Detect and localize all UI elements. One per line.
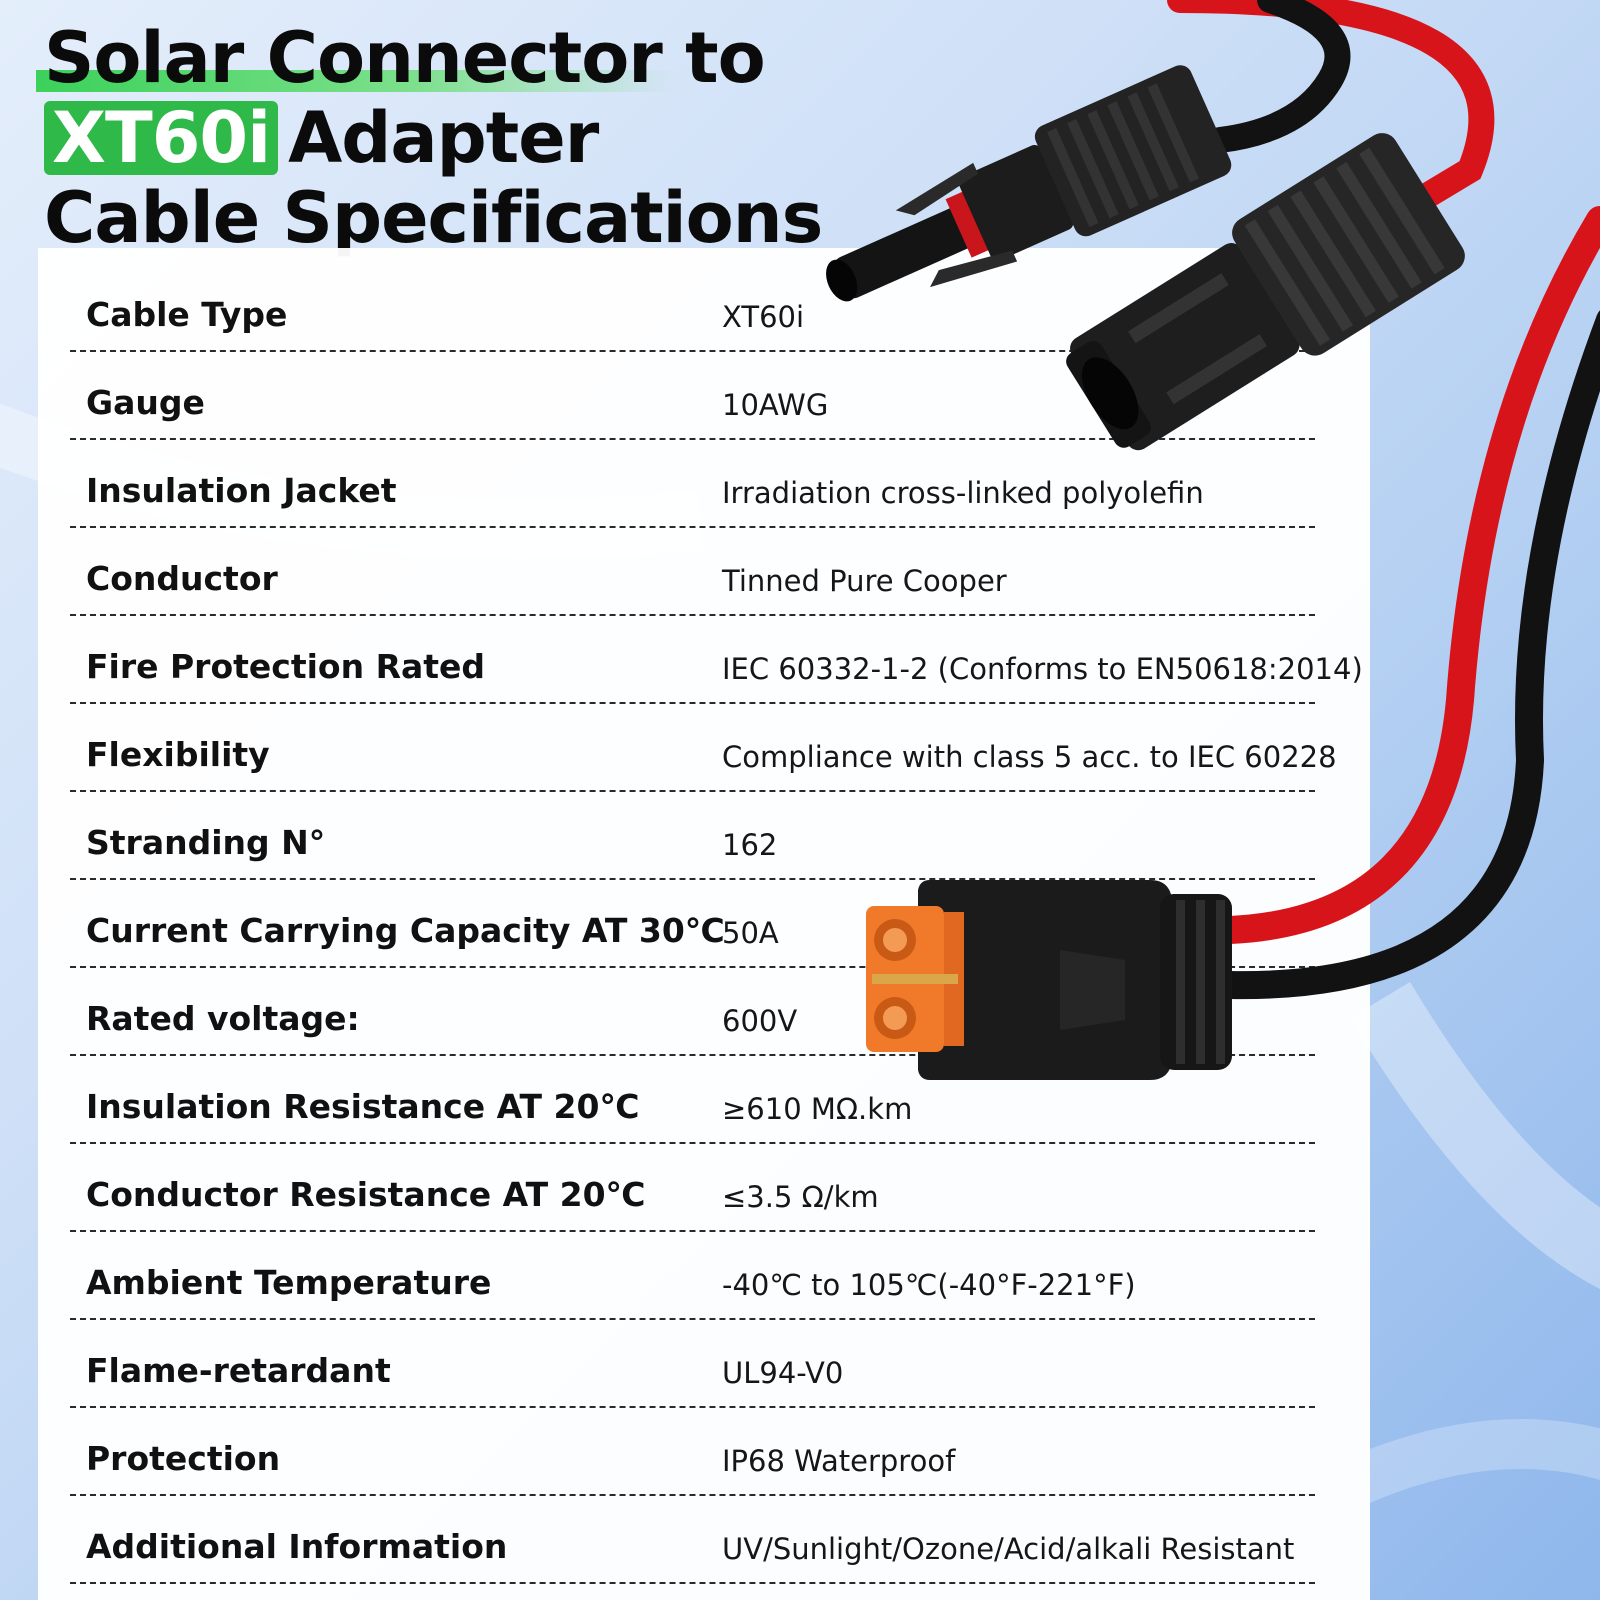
spec-row: Rated voltage: 600V bbox=[70, 968, 1315, 1056]
spec-label: Insulation Jacket bbox=[86, 471, 397, 510]
spec-value: 600V bbox=[722, 1004, 798, 1038]
title-line-1: Solar Connector to bbox=[36, 17, 766, 99]
spec-value: ≤3.5 Ω/km bbox=[722, 1180, 879, 1214]
spec-row: Flexibility Compliance with class 5 acc. … bbox=[70, 704, 1337, 792]
spec-value: Tinned Pure Cooper bbox=[722, 564, 1007, 598]
spec-value: XT60i bbox=[722, 300, 805, 334]
spec-label: Insulation Resistance AT 20℃ bbox=[86, 1087, 640, 1126]
spec-label: Rated voltage: bbox=[86, 999, 360, 1038]
spec-row: Ambient Temperature -40℃ to 105℃(-40°F-22… bbox=[70, 1232, 1315, 1320]
spec-label: Current Carrying Capacity AT 30℃ bbox=[86, 911, 725, 950]
spec-value: Irradiation cross-linked polyolefin bbox=[722, 476, 1204, 510]
title-line-1-text: Solar Connector to bbox=[44, 17, 766, 99]
spec-value: IEC 60332-1-2 (Conforms to EN50618:2014) bbox=[722, 652, 1363, 686]
spec-row: Additional Information UV/Sunlight/Ozone/… bbox=[70, 1496, 1315, 1584]
spec-label: Conductor Resistance AT 20℃ bbox=[86, 1175, 646, 1214]
spec-label: Stranding N° bbox=[86, 823, 326, 862]
spec-row: Gauge 10AWG bbox=[70, 352, 1315, 440]
spec-value: 162 bbox=[722, 828, 778, 862]
spec-value: UL94-V0 bbox=[722, 1356, 844, 1390]
spec-label: Conductor bbox=[86, 559, 278, 598]
spec-label: Gauge bbox=[86, 383, 205, 422]
spec-value: IP68 Waterproof bbox=[722, 1444, 956, 1478]
spec-value: 50A bbox=[722, 916, 779, 950]
spec-value: UV/Sunlight/Ozone/Acid/alkali Resistant bbox=[722, 1532, 1295, 1566]
spec-row: Conductor Resistance AT 20℃ ≤3.5 Ω/km bbox=[70, 1144, 1315, 1232]
spec-label: Flexibility bbox=[86, 735, 270, 774]
title-line-3: Cable Specifications bbox=[44, 177, 823, 259]
spec-value: ≥610 MΩ.km bbox=[722, 1092, 913, 1126]
spec-row: Stranding N° 162 bbox=[70, 792, 1315, 880]
spec-row: Insulation Resistance AT 20℃ ≥610 MΩ.km bbox=[70, 1056, 1315, 1144]
spec-row: Flame-retardant UL94-V0 bbox=[70, 1320, 1315, 1408]
spec-label: Protection bbox=[86, 1439, 281, 1478]
spec-row: Protection IP68 Waterproof bbox=[70, 1408, 1315, 1496]
spec-value: 10AWG bbox=[722, 388, 829, 422]
spec-row: Conductor Tinned Pure Cooper bbox=[70, 528, 1315, 616]
spec-label: Cable Type bbox=[86, 295, 288, 334]
title-line-2-text: Adapter bbox=[288, 97, 599, 179]
spec-label: Fire Protection Rated bbox=[86, 647, 486, 686]
spec-row: Cable Type XT60i bbox=[70, 264, 1315, 352]
title-highlight-xt60i: XT60i bbox=[44, 101, 279, 175]
spec-row: Insulation Jacket Irradiation cross-linke… bbox=[70, 440, 1315, 528]
spec-value: Compliance with class 5 acc. to IEC 6022… bbox=[722, 740, 1337, 774]
spec-label: Ambient Temperature bbox=[86, 1263, 492, 1302]
spec-row: Fire Protection Rated IEC 60332-1-2 (Conf… bbox=[70, 616, 1363, 704]
spec-label: Flame-retardant bbox=[86, 1351, 391, 1390]
spec-label: Additional Information bbox=[86, 1527, 508, 1566]
spec-value: -40℃ to 105℃(-40°F-221°F) bbox=[722, 1268, 1136, 1302]
